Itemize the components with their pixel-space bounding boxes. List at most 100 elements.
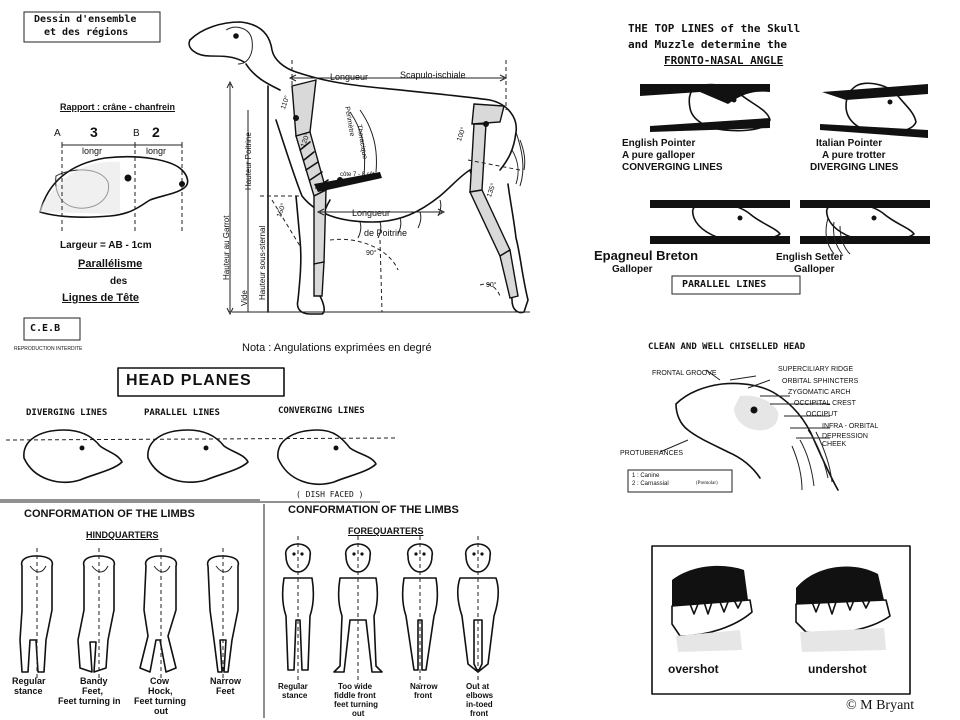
superciliary-label: SUPERCILIARY RIDGE: [778, 366, 854, 373]
forequarters-subtitle: FOREQUARTERS: [348, 526, 424, 536]
longr-label-2: longr: [146, 146, 167, 156]
pure-trotter-label: A pure trotter: [822, 150, 886, 161]
fq-elbows-3: in-toed: [466, 700, 493, 709]
pure-galloper-label: A pure galloper: [622, 150, 695, 161]
value-2: 2: [152, 124, 160, 140]
head-measure-drawing: [38, 142, 189, 232]
main-title-line1: Dessin d'ensemble: [34, 14, 137, 25]
rapport-label: Rapport : crâne - chanfrein: [60, 102, 176, 112]
de-poitrine-label: de Poitrine: [364, 228, 408, 238]
fq-wide-4: out: [352, 709, 365, 718]
legend-premolar: (Premolar): [696, 481, 718, 486]
legend-carnassial: 2 : Carnassial: [632, 481, 669, 487]
fq-wide-3: feet turning: [334, 700, 378, 709]
lignes-label: Lignes de Tête: [62, 292, 140, 304]
english-setter-label: English Setter: [776, 252, 844, 263]
fq-narrow-1: Narrow: [410, 682, 438, 691]
converging-lines-head: CONVERGING LINES: [278, 406, 365, 416]
overshot-label: overshot: [668, 662, 719, 676]
value-3: 3: [90, 124, 98, 140]
top-lines-title-1: THE TOP LINES of the Skull: [628, 22, 801, 35]
hq-cow-3: Feet turning: [134, 696, 186, 706]
parallel-lines-box-label: PARALLEL LINES: [682, 279, 767, 290]
hindquarters-art: [0, 499, 380, 680]
vide-label: Vide: [240, 290, 249, 306]
galloper-label-2: Galloper: [794, 264, 835, 275]
chiselled-title: CLEAN AND WELL CHISELLED HEAD: [648, 342, 806, 352]
hq-cow-1: Cow: [150, 676, 169, 686]
angle-90-belly: 90°: [366, 250, 377, 257]
occipital-crest-label: OCCIPITAL CREST: [794, 400, 856, 407]
top-lines-title-2: and Muzzle determine the: [628, 38, 787, 51]
protuberances-label: PROTUBERANCES: [620, 450, 684, 457]
fq-regular-2: stance: [282, 691, 308, 700]
hauteur-sous-label: Hauteur sous-sternal: [258, 225, 267, 300]
hq-cow-4: out: [154, 706, 168, 716]
longueur-mid-label: Longueur: [352, 208, 391, 218]
infra-orbital-label: INFRA - ORBITAL: [822, 423, 879, 430]
fq-wide-1: Too wide: [338, 682, 373, 691]
hauteur-garrot-label: Hauteur au Garrot: [222, 215, 231, 280]
point-a-label: A: [54, 128, 61, 139]
head-planes-title: HEAD PLANES: [126, 372, 252, 389]
orbital-label: ORBITAL SPHINCTERS: [782, 378, 859, 385]
parallel-lines-head: PARALLEL LINES: [144, 408, 220, 418]
diverging-lines-head: DIVERGING LINES: [26, 408, 108, 418]
hq-cow-2: Hock,: [148, 686, 173, 696]
main-title-line2: et des régions: [44, 27, 129, 38]
epagneul-label: Epagneul Breton: [594, 248, 699, 263]
fq-regular-1: Regular: [278, 682, 308, 691]
legend-canine: 1 : Canine: [632, 473, 660, 479]
hindquarters-title: CONFORMATION OF THE LIMBS: [24, 508, 195, 520]
dish-faced-label: ( DISH FACED ): [296, 490, 364, 499]
top-lines-art: [640, 82, 930, 295]
zygomatic-label: ZYGOMATIC ARCH: [788, 389, 851, 396]
angle-90-foot: 90°: [486, 282, 497, 289]
frontal-groove-label: FRONTAL GROOVE: [652, 370, 717, 377]
cote-label: côte 7 - 8 côte: [340, 172, 379, 178]
hq-narrow-2: Feet: [216, 686, 235, 696]
forequarters-art: [263, 504, 499, 718]
chiselled-head-art: [627, 369, 839, 493]
main-diagram-art: [23, 11, 530, 341]
converging-lines-label: CONVERGING LINES: [622, 162, 723, 173]
hindquarters-subtitle: HINDQUARTERS: [86, 530, 159, 540]
skeleton-bones: [291, 79, 519, 299]
hq-bandy-1: Bandy: [80, 676, 108, 686]
hq-bandy-2: Feet,: [82, 686, 104, 696]
hq-regular-1: Regular: [12, 676, 46, 686]
longueur-top-label: Longueur: [330, 72, 369, 82]
fq-narrow-2: front: [414, 691, 433, 700]
parallelisme-label: Parallélisme: [78, 258, 143, 270]
hq-bandy-3: Feet turning in: [58, 696, 121, 706]
fq-elbows-1: Out at: [466, 682, 490, 691]
ceb-label: C.E.B: [30, 323, 61, 334]
des-label: des: [110, 276, 128, 287]
forequarters-title: CONFORMATION OF THE LIMBS: [288, 504, 459, 516]
cheek-label: CHEEK: [822, 441, 847, 448]
point-b-label: B: [133, 128, 140, 139]
diverging-lines-label: DIVERGING LINES: [810, 162, 899, 173]
italian-pointer-label: Italian Pointer: [816, 138, 883, 149]
hauteur-poitrine-label: Hauteur Poitrine: [244, 132, 253, 190]
fq-elbows-4: front: [470, 709, 489, 718]
measurement-lines: [226, 60, 530, 316]
galloper-label-1: Galloper: [612, 264, 653, 275]
reproduction-label: REPRODUCTION INTERDITE: [14, 346, 83, 352]
hq-regular-2: stance: [14, 686, 43, 696]
longr-label-1: longr: [82, 146, 103, 156]
depression-label: DEPRESSION: [822, 433, 868, 440]
fq-wide-2: fiddle front: [334, 691, 376, 700]
fq-elbows-2: elbows: [466, 691, 494, 700]
bite-art: [651, 545, 911, 695]
head-planes-art: [5, 367, 397, 485]
top-lines-title-3: FRONTO-NASAL ANGLE: [664, 54, 784, 67]
nota-label: Nota : Angulations exprimées en degré: [242, 342, 432, 354]
hq-narrow-1: Narrow: [210, 676, 242, 686]
copyright-text: © M Bryant: [846, 698, 915, 713]
english-pointer-label: English Pointer: [622, 138, 696, 149]
scapulo-label: Scapulo-ischiale: [400, 70, 466, 80]
occiput-label: OCCIPUT: [806, 411, 838, 418]
undershot-label: undershot: [808, 662, 867, 676]
